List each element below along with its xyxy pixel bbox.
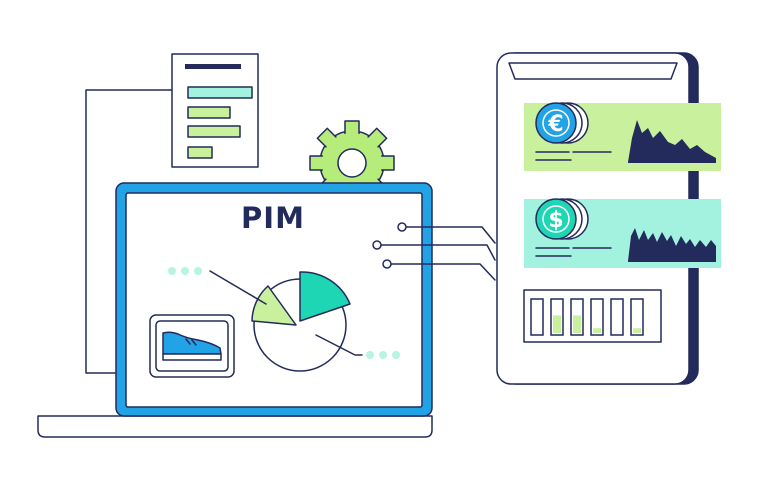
pie-slice-teal <box>299 271 351 322</box>
euro-card-lines <box>535 151 612 161</box>
level-bar-frame <box>630 298 644 336</box>
product-thumbnail-inner <box>155 320 229 372</box>
dollar-coin-icon <box>535 198 589 240</box>
callout-dots-top <box>168 267 202 275</box>
phone-notch <box>508 62 678 80</box>
laptop-phone-connectors <box>372 222 496 281</box>
callout-dots-bottom <box>366 351 400 359</box>
pie-slice-light-green <box>251 285 297 326</box>
level-bar-frame <box>530 298 544 336</box>
level-bar-fill <box>553 315 561 333</box>
dollar-trend-chart <box>628 228 716 262</box>
level-bar-fill <box>633 328 641 333</box>
sneaker-icon <box>162 331 222 361</box>
euro-coin-icon <box>535 102 589 144</box>
callout-line-bottom <box>315 334 363 356</box>
callout-line-top <box>209 270 267 305</box>
dollar-symbol: $ <box>548 208 563 233</box>
level-bar-fill <box>573 315 581 333</box>
pie-chart <box>251 271 351 372</box>
dollar-card-lines <box>535 247 612 257</box>
euro-trend-chart <box>628 120 716 163</box>
level-bar-frame <box>590 298 604 336</box>
document-connector-line <box>85 89 173 374</box>
euro-symbol: € <box>547 112 563 137</box>
laptop-base <box>37 415 433 438</box>
document-icon <box>171 53 259 168</box>
level-bar-fill <box>593 328 601 333</box>
level-bar-frame <box>610 298 624 336</box>
level-bars <box>530 298 644 336</box>
pim-title: PIM <box>241 201 305 235</box>
